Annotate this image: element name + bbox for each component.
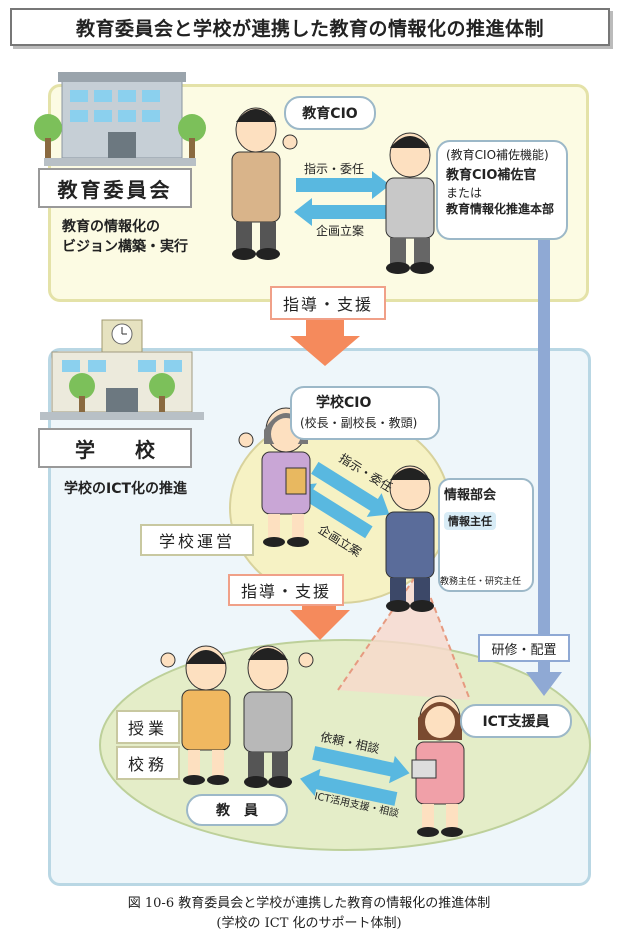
caption-line2: (学校の ICT 化のサポート体制) <box>216 916 402 931</box>
caption-line1: 図 10-6 教育委員会と学校が連携した教育の情報化の推進体制 <box>127 896 491 911</box>
lessons-label: 授業 <box>116 710 180 744</box>
school-name-label: 学 校 <box>38 428 192 468</box>
board-assistant-box <box>436 140 568 240</box>
board-plan-text: 企画立案 <box>316 224 365 238</box>
assistant-alt: 教育情報化推進本部 <box>446 202 555 216</box>
school-desc: 学校のICT化の推進 <box>64 481 188 497</box>
board-cio-label: 教育CIO <box>284 96 376 130</box>
page-title: 教育委員会と学校が連携した教育の情報化の推進体制 <box>10 8 610 46</box>
guidance-mid-label: 指導・支援 <box>228 574 344 606</box>
board-building-icon <box>34 72 206 166</box>
board-cio-figure-icon <box>231 107 298 260</box>
guidance-top-label: 指導・支援 <box>270 286 386 320</box>
ict-staff-figure-icon <box>411 695 465 837</box>
school-mgmt-label: 学校運営 <box>140 524 254 556</box>
info-head-label: 情報主任 <box>444 512 496 530</box>
info-dept-box <box>438 478 534 592</box>
school-building-icon <box>40 319 204 420</box>
assistant-title: 教育CIO補佐官 <box>446 168 537 183</box>
training-label: 研修・配置 <box>478 634 570 662</box>
board-name-label: 教育委員会 <box>38 168 192 208</box>
teachers-label: 教 員 <box>186 794 288 826</box>
affairs-label: 校務 <box>116 746 180 780</box>
board-desc-line1: 教育の情報化の <box>62 219 160 235</box>
info-dept-label: 情報部会 <box>444 488 497 503</box>
assistant-or: または <box>446 186 483 200</box>
assistant-note: (教育CIO補佐機能) <box>446 148 549 162</box>
board-desc-line2: ビジョン構築・実行 <box>62 239 188 255</box>
board-instruct-text: 指示・委任 <box>304 162 365 176</box>
school-cio-sub: (校長・副校長・教頭) <box>300 416 418 430</box>
teacher-man-figure-icon <box>243 645 314 788</box>
teacher-woman-figure-icon <box>160 645 231 785</box>
school-cio-figure-icon <box>238 407 311 547</box>
info-members-label: 教務主任・研究主任 <box>440 577 522 587</box>
school-cio-label: 学校CIO <box>316 395 372 411</box>
school-cio-box <box>290 386 440 440</box>
board-assistant-figure-icon <box>385 132 435 274</box>
info-dept-figure-icon <box>385 465 435 612</box>
ict-staff-label: ICT支援員 <box>460 704 572 738</box>
